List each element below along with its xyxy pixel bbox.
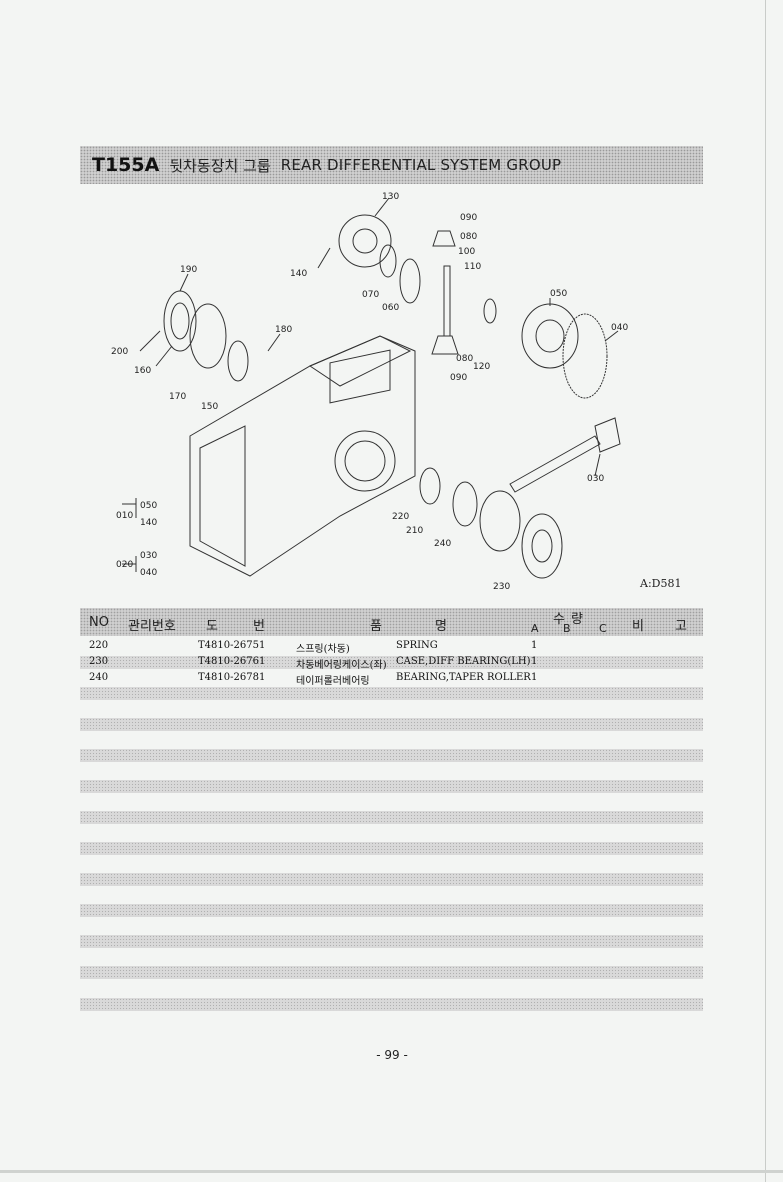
pinion-shaft-030 [509,435,601,493]
header-remarks-go: 고 [675,619,687,634]
callout-030: 030 [587,474,604,484]
row-name-english: SPRING [396,640,438,651]
callout-080-bottom: 080 [456,354,473,364]
gear-070 [379,244,397,278]
header-qty-a: A [531,622,539,635]
header-drawing-do: 도 [206,619,218,634]
row-stripe [80,687,703,700]
row-name-english: CASE,DIFF BEARING(LH) [396,656,531,667]
callout-180: 180 [275,325,292,335]
header-item-pum: 품 [370,619,382,634]
cover-plate-130 [338,214,392,268]
case-bore [334,430,396,492]
row-name-korean: 테이퍼롤러베어링 [296,676,370,687]
callout-060: 060 [382,303,399,313]
row-name-korean: 스프링(차동) [296,644,350,655]
group-code: T155A [92,154,160,176]
header-qty-c: C [599,622,607,635]
callout-200: 200 [111,347,128,357]
group-title-korean: 뒷차동장치 그룹 [169,156,271,175]
row-qty-a: 1 [531,656,538,667]
row-stripe [80,998,703,1011]
callout-090-bottom: 090 [450,373,467,383]
header-quantity-su: 수 [553,612,565,627]
row-stripe [80,935,703,948]
header-quantity-ryang: 량 [571,612,583,627]
row-name-korean: 차동베어링케이스(좌) [296,660,387,671]
transmission-case [189,335,416,577]
row-stripe [80,904,703,917]
callout-240: 240 [434,539,451,549]
row-stripe [80,656,703,669]
row-qty-a: 1 [531,640,538,651]
callout-190: 190 [180,265,197,275]
callout-040: 040 [611,323,628,333]
row-no: 220 [89,640,109,651]
row-stripe [80,811,703,824]
group-010-label: 010 [116,511,133,521]
gasket-170 [189,303,227,369]
callout-170: 170 [169,392,186,402]
group-020-label: 020 [116,560,133,570]
row-part-number: T4810-26781 [198,672,266,683]
row-stripe [80,842,703,855]
row-stripe [80,718,703,731]
bearing-240 [452,481,478,527]
callout-110: 110 [464,262,481,272]
row-part-number: T4810-26751 [198,640,266,651]
header-item-myeong: 명 [435,619,447,634]
callout-140: 140 [290,269,307,279]
header-no: NO [89,615,109,630]
header-drawing-beon: 번 [253,619,265,634]
page-edge [765,0,766,1182]
row-no: 240 [89,672,109,683]
callout-050: 050 [550,289,567,299]
seal-160 [163,290,197,352]
callout-070: 070 [362,290,379,300]
group-title-english: REAR DIFFERENTIAL SYSTEM GROUP [280,156,562,174]
table-row: 230 T4810-26761 차동베어링케이스(좌) CASE,DIFF BE… [80,655,703,671]
table-row: 240 T4810-26781 테이퍼롤러베어링 BEARING,TAPER R… [80,671,703,687]
parts-table-header: NO 관리번호 도 번 품 명 수 량 A B C 비 고 [80,608,703,636]
callout-080-top: 080 [460,232,477,242]
callout-100: 100 [458,247,475,257]
group-020-item-040: 040 [140,568,157,578]
header-management-number: 관리번호 [128,619,176,634]
bearing-case-230 [521,513,563,579]
row-stripe [80,749,703,762]
callout-220: 220 [392,512,409,522]
group-010-item-050: 050 [140,501,157,511]
spring-220 [419,467,441,505]
diff-case-050 [521,303,579,369]
page-bottom-edge [0,1170,783,1173]
row-part-number: T4810-26761 [198,656,266,667]
row-qty-a: 1 [531,672,538,683]
callout-230: 230 [493,582,510,592]
row-stripe [80,873,703,886]
header-qty-b: B [563,622,571,635]
table-row: 220 T4810-26751 스프링(차동) SPRING 1 [80,639,703,655]
callout-130: 130 [382,192,399,202]
diagram-reference-code: A:D581 [640,577,682,590]
callout-160: 160 [134,366,151,376]
group-020-item-030: 030 [140,551,157,561]
gasket-near-230 [479,490,521,552]
callout-210: 210 [406,526,423,536]
row-no: 230 [89,656,109,667]
pin-110 [443,265,451,337]
exploded-parts-diagram: 130 090 080 100 110 190 140 070 060 050 … [80,186,703,602]
page-number: - 99 - [376,1048,408,1062]
header-remarks-bi: 비 [632,619,644,634]
oil-seal-150 [227,340,249,382]
row-name-english: BEARING,TAPER ROLLER [396,672,531,683]
callout-090-top: 090 [460,213,477,223]
bevel-gear-060 [399,258,421,304]
section-title-bar: T155A 뒷차동장치 그룹 REAR DIFFERENTIAL SYSTEM … [80,146,703,184]
group-010-item-140: 140 [140,518,157,528]
row-stripe [80,966,703,979]
ring-gear-040 [562,313,608,399]
callout-150: 150 [201,402,218,412]
callout-120: 120 [473,362,490,372]
row-stripe [80,780,703,793]
